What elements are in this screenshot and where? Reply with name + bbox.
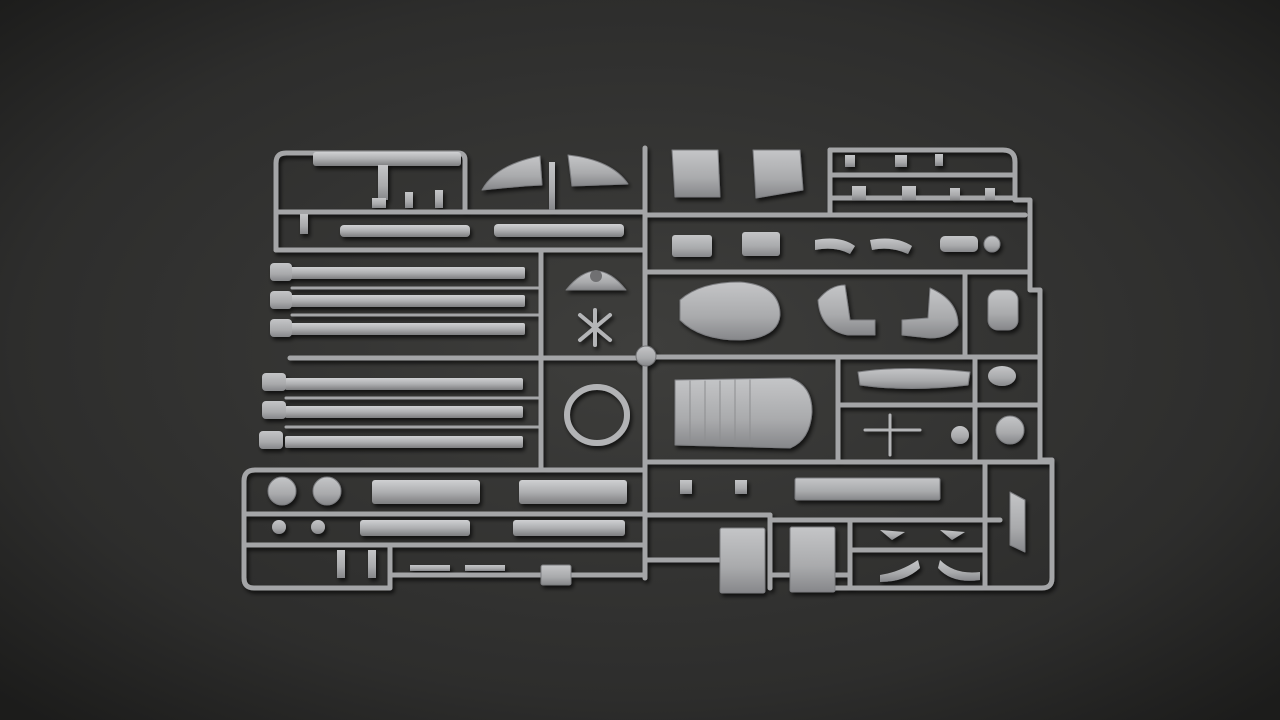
lower-right-parts (680, 477, 1026, 594)
upper-right-parts (671, 149, 1001, 257)
upper-left-parts (300, 152, 629, 237)
sprue-frame (241, 145, 1055, 591)
lower-left-parts (267, 476, 627, 586)
fuselage-floor-parts (674, 281, 1025, 457)
long-blade-parts (259, 263, 630, 449)
sprue-gate (635, 345, 657, 367)
